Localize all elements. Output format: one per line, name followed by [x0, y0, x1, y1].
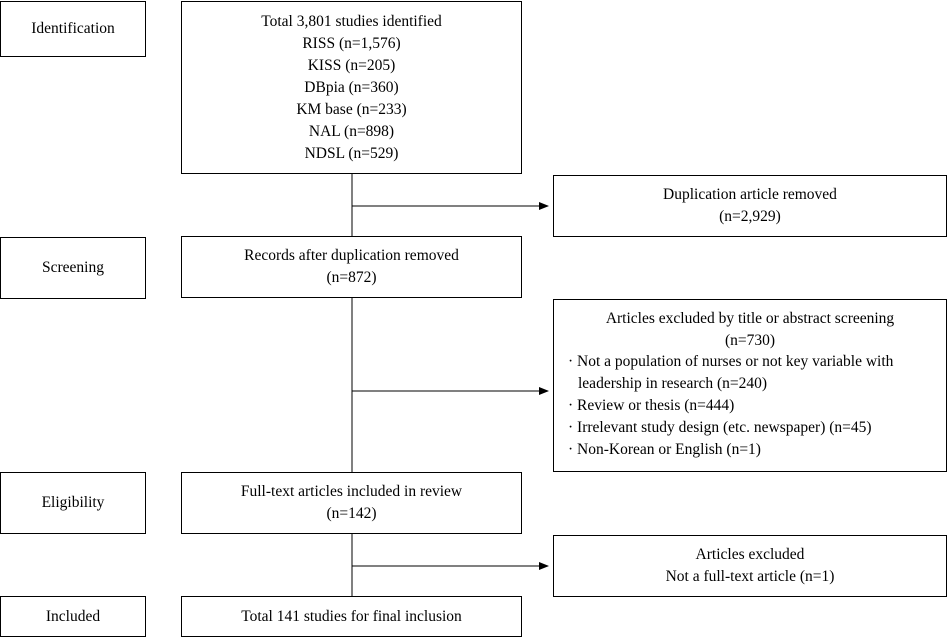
fulltext-title: Full-text articles included in review — [240, 483, 463, 500]
source-item: NDSL (n=529) — [304, 145, 399, 162]
duplication-count: (n=2,929) — [719, 208, 781, 225]
excluded-screening-title: Articles excluded by title or abstract s… — [605, 310, 895, 327]
stage-label: Included — [45, 607, 101, 625]
duplication-removed-box: Duplication article removed (n=2,929) — [553, 175, 947, 237]
records-title: Records after duplication removed — [244, 247, 459, 264]
final-title: Total 141 studies for final inclusion — [241, 607, 462, 625]
duplication-title: Duplication article removed — [663, 186, 837, 203]
records-count: (n=872) — [326, 269, 377, 286]
stage-eligibility: Eligibility — [0, 472, 146, 534]
excluded-fulltext-reason: Not a full-text article (n=1) — [665, 568, 835, 585]
excluded-fulltext-title: Articles excluded — [695, 546, 805, 563]
records-after-duplication-box: Records after duplication removed (n=872… — [181, 236, 522, 298]
source-item: DBpia (n=360) — [304, 79, 399, 96]
identified-title: Total 3,801 studies identified — [261, 13, 442, 30]
excluded-screening-reasons: · Not a population of nurses or not key … — [568, 351, 944, 461]
fulltext-count: (n=142) — [326, 505, 377, 522]
excluded-screening-box: Articles excluded by title or abstract s… — [553, 299, 947, 472]
stage-identification: Identification — [0, 1, 146, 57]
excluded-fulltext-box: Articles excluded Not a full-text articl… — [553, 535, 947, 597]
final-inclusion-box: Total 141 studies for final inclusion — [181, 596, 522, 637]
stage-screening: Screening — [0, 237, 146, 299]
exclusion-reason: · Review or thesis (n=444) — [568, 397, 735, 414]
stage-included: Included — [0, 596, 146, 637]
source-item: NAL (n=898) — [308, 123, 395, 140]
source-item: KM base (n=233) — [296, 101, 407, 118]
excluded-screening-count: (n=730) — [724, 332, 776, 349]
exclusion-reason: · Non-Korean or English (n=1) — [568, 441, 761, 458]
source-item: RISS (n=1,576) — [302, 35, 401, 52]
stage-label: Identification — [31, 20, 115, 37]
exclusion-reason: · Not a population of nurses or not key … — [568, 353, 894, 392]
stage-label: Eligibility — [41, 494, 105, 511]
stage-label: Screening — [42, 259, 104, 276]
source-item: KISS (n=205) — [307, 57, 396, 74]
fulltext-review-box: Full-text articles included in review (n… — [181, 472, 522, 534]
exclusion-reason: · Irrelevant study design (etc. newspape… — [568, 419, 872, 436]
identified-box: Total 3,801 studies identified RISS (n=1… — [181, 1, 522, 174]
